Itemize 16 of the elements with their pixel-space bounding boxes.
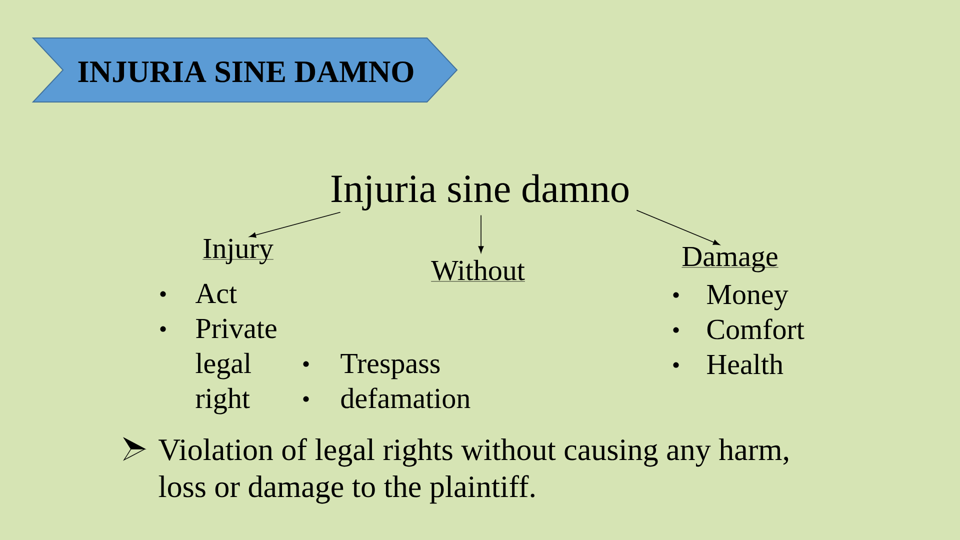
arrow — [478, 214, 484, 253]
list-item: defamation — [341, 388, 470, 408]
branch-heading: Without — [430, 260, 526, 282]
branch-heading: Injury — [202, 238, 274, 264]
list-item: Money — [707, 285, 788, 310]
topic-heading: Injuria sine damno — [332, 174, 628, 210]
arrow — [249, 212, 341, 238]
note-text: Violation of legal rights without causing any harm, loss or damage to the plaintiff. — [158, 438, 788, 504]
list-item: Trespass — [340, 354, 440, 380]
list-item: Private legal right — [196, 318, 276, 414]
list-item: Comfort — [707, 318, 804, 340]
arrow — [636, 210, 720, 246]
list-item: Health — [707, 354, 784, 374]
branch-heading: Damage — [682, 247, 779, 272]
list-item: Act — [196, 284, 237, 304]
title-banner: INJURIA SINE DAMNO — [32, 38, 458, 102]
